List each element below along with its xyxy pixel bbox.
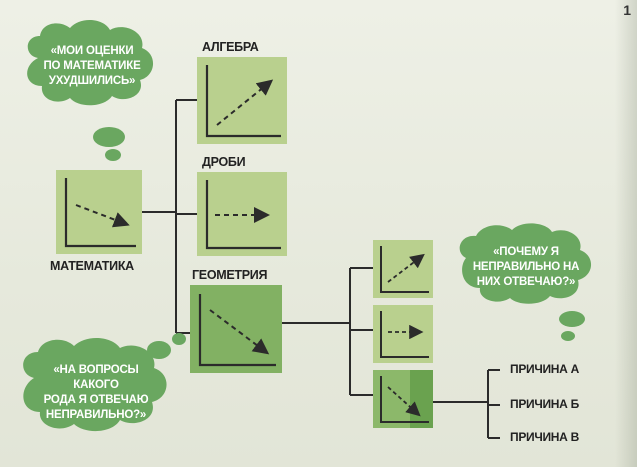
bubble-line: ПО МАТЕМАТИКЕ <box>43 60 141 72</box>
reason-c-label: ПРИЧИНА В <box>510 430 579 444</box>
bubble-line: НЕПРАВИЛЬНО НА <box>472 261 580 273</box>
bubble-line: УХУДШИЛИСЬ» <box>48 75 136 87</box>
geometry-sub-chart-down <box>373 370 433 428</box>
bubble-text-why: «ПОЧЕМУ Я НЕПРАВИЛЬНО НА НИХ ОТВЕЧАЮ?» <box>470 245 582 290</box>
geometry-sub-chart-up <box>373 240 433 298</box>
bubble-line: НЕПРАВИЛЬНО?» <box>45 409 147 421</box>
bubble-line: РОДА Я ОТВЕЧАЮ <box>43 394 149 406</box>
reason-a-label: ПРИЧИНА А <box>510 362 579 376</box>
node-label-fractions: ДРОБИ <box>202 155 246 169</box>
bubble-line: «НА ВОПРОСЫ КАКОГО <box>53 364 139 391</box>
node-label-geometry: ГЕОМЕТРИЯ <box>192 268 268 282</box>
geometry-sub-chart-flat <box>373 305 433 363</box>
thought-bubble-why <box>459 223 592 341</box>
thought-bubble-grades <box>27 19 154 161</box>
bubble-line: НИХ ОТВЕЧАЮ?» <box>476 276 576 288</box>
algebra-chart-box <box>197 57 287 144</box>
page-number: 1 <box>623 2 631 18</box>
node-label-math: МАТЕМАТИКА <box>50 259 134 273</box>
connector-lines <box>142 99 500 439</box>
fractions-chart-box <box>197 172 287 256</box>
reason-b-label: ПРИЧИНА Б <box>510 397 579 411</box>
math-chart-box <box>56 170 142 254</box>
page-edge-shadow <box>615 0 637 467</box>
node-label-algebra: АЛГЕБРА <box>202 40 259 54</box>
bubble-line: «МОИ ОЦЕНКИ <box>50 45 134 57</box>
geometry-chart-box <box>190 285 282 373</box>
bubble-text-questions: «НА ВОПРОСЫ КАКОГО РОДА Я ОТВЕЧАЮ НЕПРАВ… <box>30 363 162 423</box>
thought-bubble-questions <box>23 333 186 432</box>
bubble-line: «ПОЧЕМУ Я <box>493 246 559 258</box>
bubble-text-grades: «МОИ ОЦЕНКИ ПО МАТЕМАТИКЕ УХУДШИЛИСЬ» <box>40 44 144 89</box>
